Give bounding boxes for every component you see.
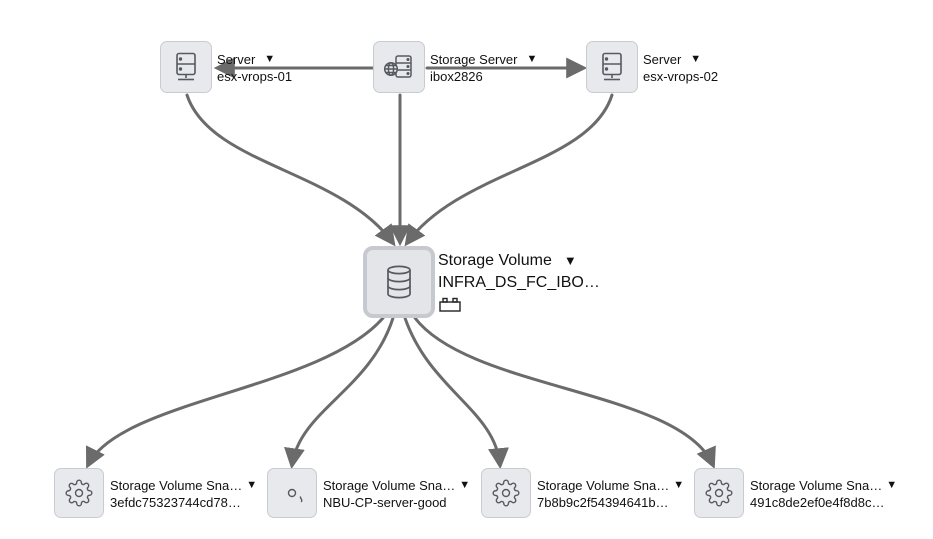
plugin-badge — [438, 297, 600, 313]
node-name[interactable]: 491c8de2ef0e4f8d8c… — [750, 495, 885, 510]
gear-icon — [65, 479, 93, 507]
snapshot-node-tile[interactable] — [481, 468, 531, 518]
server-node-label: Server ▼ esx-vrops-02 — [643, 52, 718, 84]
storage-volume-node-tile[interactable] — [363, 246, 435, 318]
node-menu-caret[interactable]: ▼ — [690, 53, 702, 65]
node-type: Storage Volume Sna… — [323, 478, 456, 493]
node-menu-caret[interactable]: ▼ — [459, 479, 471, 491]
node-name[interactable]: 3efdc75323744cd78… — [110, 495, 241, 510]
node-menu-caret[interactable]: ▼ — [673, 479, 685, 491]
node-name[interactable]: 7b8b9c2f54394641b… — [537, 495, 669, 510]
node-name[interactable]: esx-vrops-01 — [217, 69, 293, 84]
node-name[interactable]: ibox2826 — [430, 69, 483, 84]
server-node-tile[interactable] — [160, 41, 212, 93]
server-node-label: Server ▼ esx-vrops-01 — [217, 52, 292, 84]
snapshot-node-tile[interactable] — [54, 468, 104, 518]
storage-server-node-label: Storage Server ▼ ibox2826 — [430, 52, 537, 84]
edge-server-2-to-volume — [404, 93, 614, 247]
node-type: Storage Server — [430, 52, 518, 67]
node-name[interactable]: esx-vrops-02 — [643, 69, 719, 84]
edge-volume-to-snapshot-3 — [403, 316, 509, 470]
edge-volume-to-snapshot-1 — [86, 316, 385, 469]
plugin-icon — [439, 297, 461, 312]
edge-volume-to-snapshot-2 — [284, 316, 395, 470]
snapshot-node-label: Storage Volume Sna… ▼ 3efdc75323744cd78… — [110, 478, 257, 510]
node-menu-caret[interactable]: ▼ — [563, 253, 577, 268]
node-name[interactable]: NBU-CP-server-good — [323, 495, 447, 510]
node-type: Storage Volume Sna… — [750, 478, 883, 493]
server-node-tile[interactable] — [586, 41, 638, 93]
node-menu-caret[interactable]: ▼ — [526, 53, 538, 65]
node-type: Storage Volume Sna… — [110, 478, 243, 493]
node-menu-caret[interactable]: ▼ — [264, 53, 276, 65]
gear-icon — [492, 479, 520, 507]
node-type: Storage Volume Sna… — [537, 478, 670, 493]
gear-icon — [287, 488, 303, 503]
server-icon — [602, 52, 622, 81]
node-type: Server — [643, 52, 682, 67]
server-icon — [176, 52, 196, 81]
edge-server-1-to-volume — [185, 93, 396, 247]
snapshot-node-tile[interactable] — [267, 468, 317, 518]
storage-server-node-tile[interactable] — [373, 41, 425, 93]
node-menu-caret[interactable]: ▼ — [246, 479, 258, 491]
node-type: Storage Volume — [438, 252, 552, 269]
snapshot-node-tile[interactable] — [694, 468, 744, 518]
storage-volume-node-label: Storage Volume ▼ INFRA_DS_FC_IBO… — [438, 251, 600, 313]
snapshot-node-label: Storage Volume Sna… ▼ 491c8de2ef0e4f8d8c… — [750, 478, 897, 510]
gear-icon — [705, 479, 733, 507]
node-name[interactable]: INFRA_DS_FC_IBO… — [438, 274, 600, 291]
node-type: Server — [217, 52, 256, 67]
node-menu-caret[interactable]: ▼ — [886, 479, 898, 491]
storage-server-icon — [383, 55, 412, 78]
database-icon — [387, 265, 411, 299]
snapshot-node-label: Storage Volume Sna… ▼ 7b8b9c2f54394641b… — [537, 478, 684, 510]
snapshot-node-label: Storage Volume Sna… ▼ NBU-CP-server-good — [323, 478, 470, 510]
edge-volume-to-snapshot-4 — [413, 316, 716, 469]
